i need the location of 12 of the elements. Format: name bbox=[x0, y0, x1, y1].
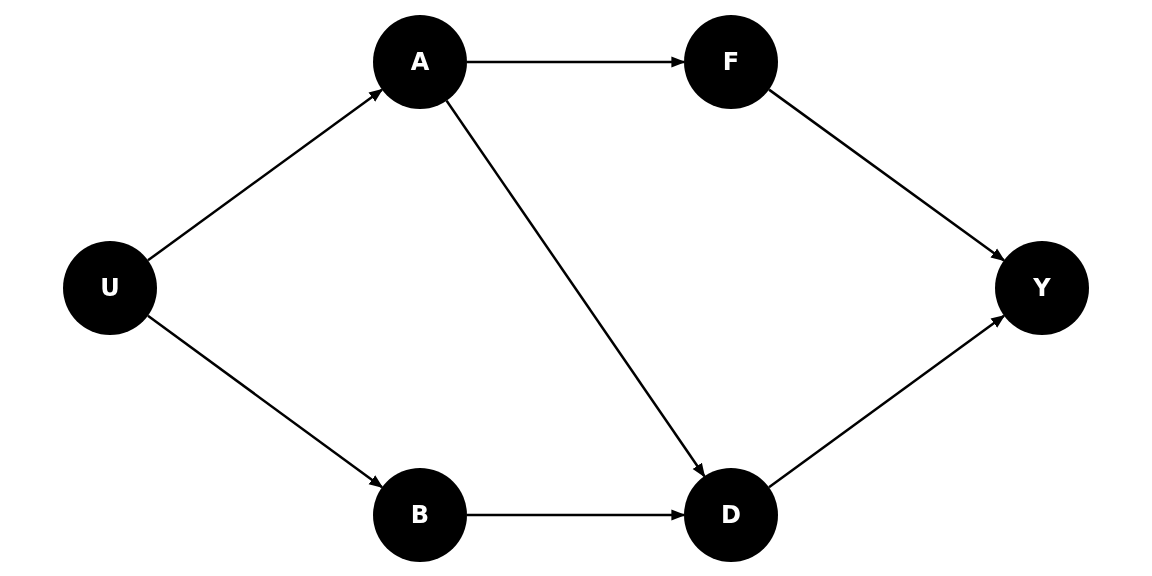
arrow bbox=[768, 314, 1006, 489]
node-label: D bbox=[721, 501, 741, 529]
arrow bbox=[467, 56, 686, 68]
arrow bbox=[147, 314, 384, 489]
node-label: B bbox=[410, 501, 430, 529]
arrow bbox=[768, 88, 1006, 262]
arrow bbox=[147, 88, 384, 262]
arrow bbox=[445, 100, 706, 478]
node-label: A bbox=[410, 48, 430, 76]
node-label: F bbox=[722, 48, 740, 76]
node-label: Y bbox=[1033, 274, 1051, 302]
node-label: U bbox=[100, 274, 120, 302]
